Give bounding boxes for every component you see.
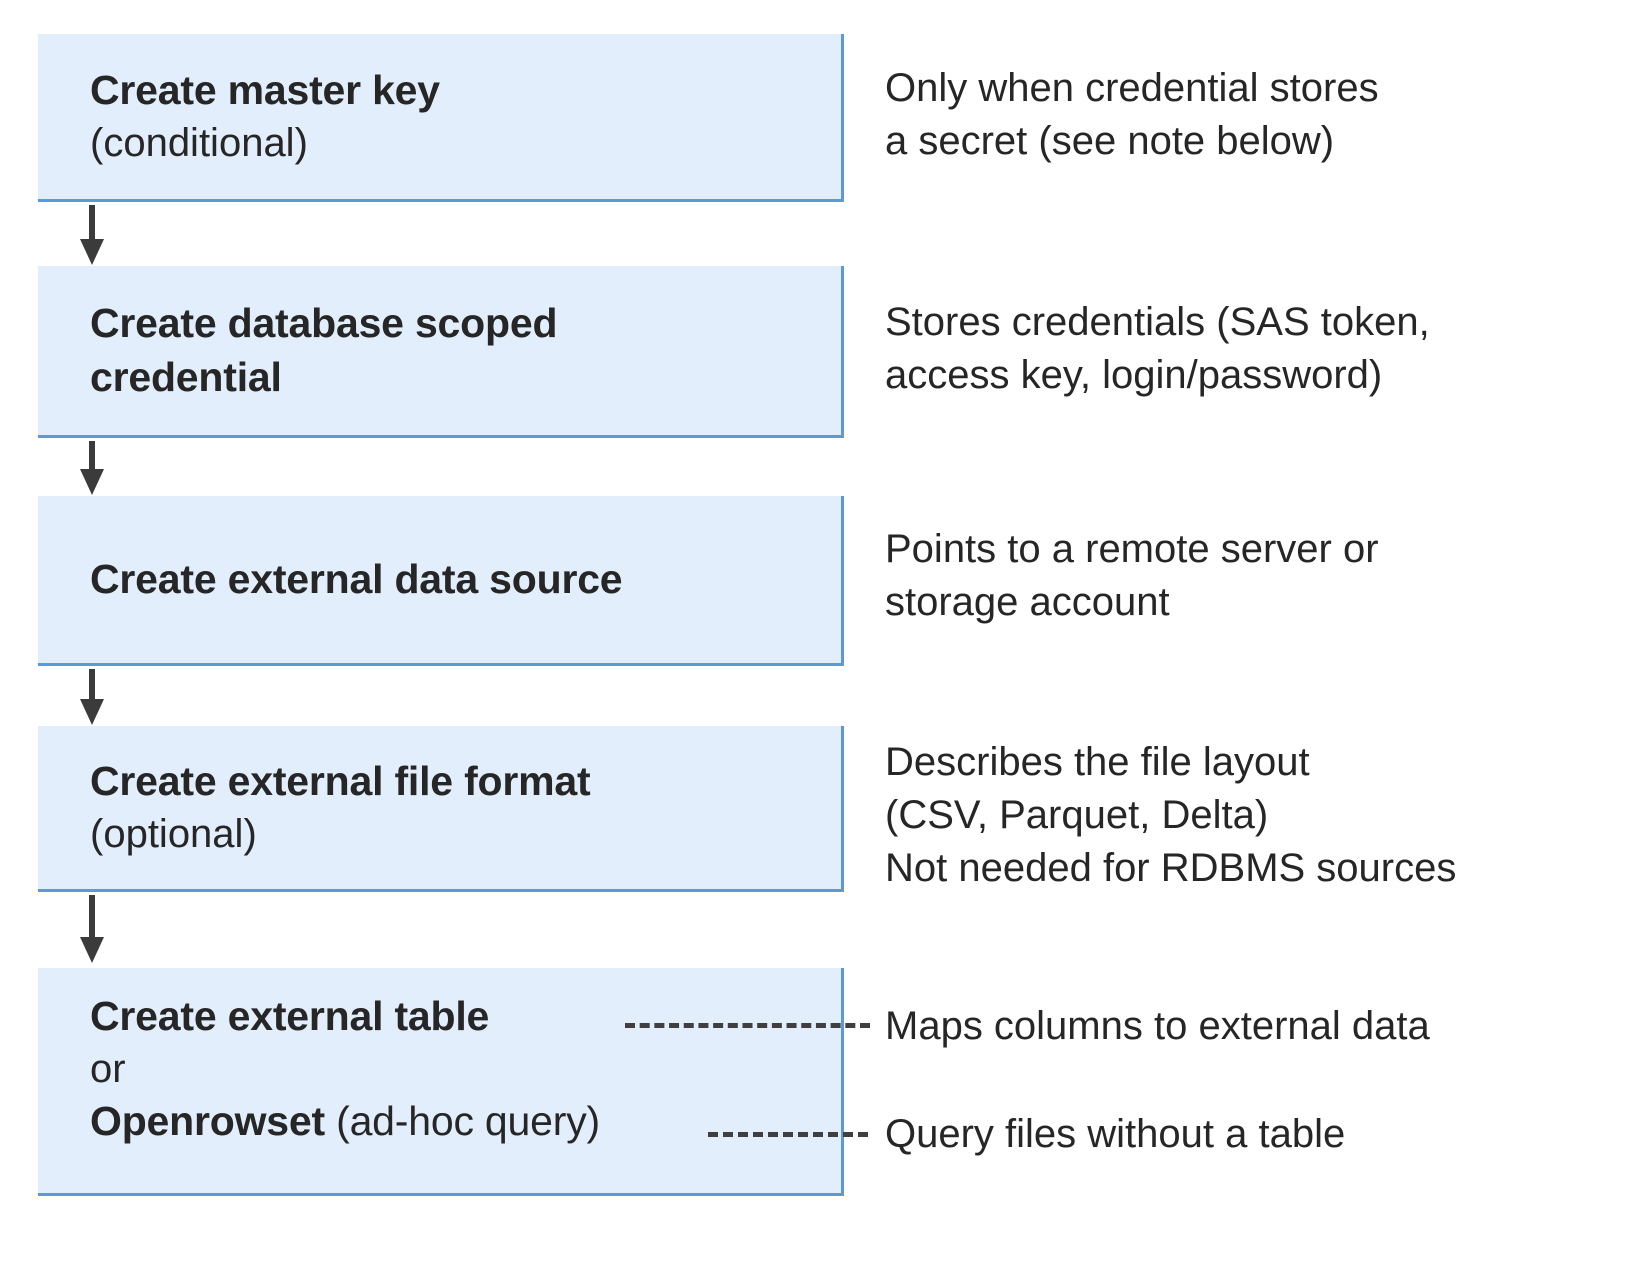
arrow-head: [80, 699, 104, 725]
flow-step-create-external-file-format: Create external file format (optional): [38, 726, 844, 892]
annotation-line: Describes the file layout: [885, 740, 1310, 784]
step-title: Create external data source: [90, 555, 623, 602]
dashed-connector-openrowset: [708, 1132, 868, 1137]
step-title-line-1: Create database scoped: [90, 300, 558, 347]
step-title: Create master key: [90, 66, 440, 113]
arrow-shaft: [89, 205, 95, 243]
annotation-openrowset: Query files without a table: [885, 1112, 1346, 1156]
annotation-line: Points to a remote server or: [885, 527, 1379, 571]
arrow-shaft: [89, 669, 95, 703]
step-alt-title-row: Openrowset (ad-hoc query): [90, 1095, 841, 1148]
step-subtitle: (optional): [90, 812, 257, 857]
dashed-connector-external-table: [625, 1023, 870, 1028]
arrow-down-icon: [80, 895, 104, 969]
annotation-line: storage account: [885, 580, 1170, 625]
step-title: Create external file format: [90, 757, 591, 804]
annotation-line: Not needed for RDBMS sources: [885, 846, 1457, 891]
step-subtitle: (conditional): [90, 121, 308, 166]
annotation-line: access key, login/password): [885, 353, 1383, 398]
flow-step-create-external-table-or-openrowset: Create external table or Openrowset (ad-…: [38, 968, 844, 1196]
arrow-down-icon: [80, 205, 104, 267]
annotation-line: a secret (see note below): [885, 119, 1335, 164]
flow-step-create-master-key: Create master key (conditional): [38, 34, 844, 202]
arrow-shaft: [89, 441, 95, 473]
arrow-down-icon: [80, 441, 104, 497]
step-title: Create external table: [90, 993, 490, 1039]
annotation-create-external-file-format: Describes the file layout (CSV, Parquet,…: [885, 736, 1456, 896]
arrow-shaft: [89, 895, 95, 941]
annotation-line: Only when credential stores: [885, 66, 1379, 110]
step-alt-title: Openrowset: [90, 1098, 325, 1145]
step-alt-suffix: (ad-hoc query): [324, 1098, 600, 1145]
flow-step-create-external-data-source: Create external data source: [38, 496, 844, 666]
annotation-line: Stores credentials (SAS token,: [885, 300, 1430, 344]
annotation-line: (CSV, Parquet, Delta): [885, 793, 1269, 838]
annotation-create-external-data-source: Points to a remote server or storage acc…: [885, 523, 1379, 629]
annotation-create-external-table: Maps columns to external data: [885, 1004, 1430, 1048]
arrow-head: [80, 239, 104, 265]
step-separator: or: [90, 1047, 126, 1092]
arrow-down-icon: [80, 669, 104, 727]
annotation-create-master-key: Only when credential stores a secret (se…: [885, 62, 1379, 168]
step-title-line-2: credential: [90, 353, 282, 400]
flow-step-create-database-scoped-credential: Create database scoped credential: [38, 266, 844, 438]
arrow-head: [80, 469, 104, 495]
annotation-create-database-scoped-credential: Stores credentials (SAS token, access ke…: [885, 296, 1430, 402]
arrow-head: [80, 937, 104, 963]
